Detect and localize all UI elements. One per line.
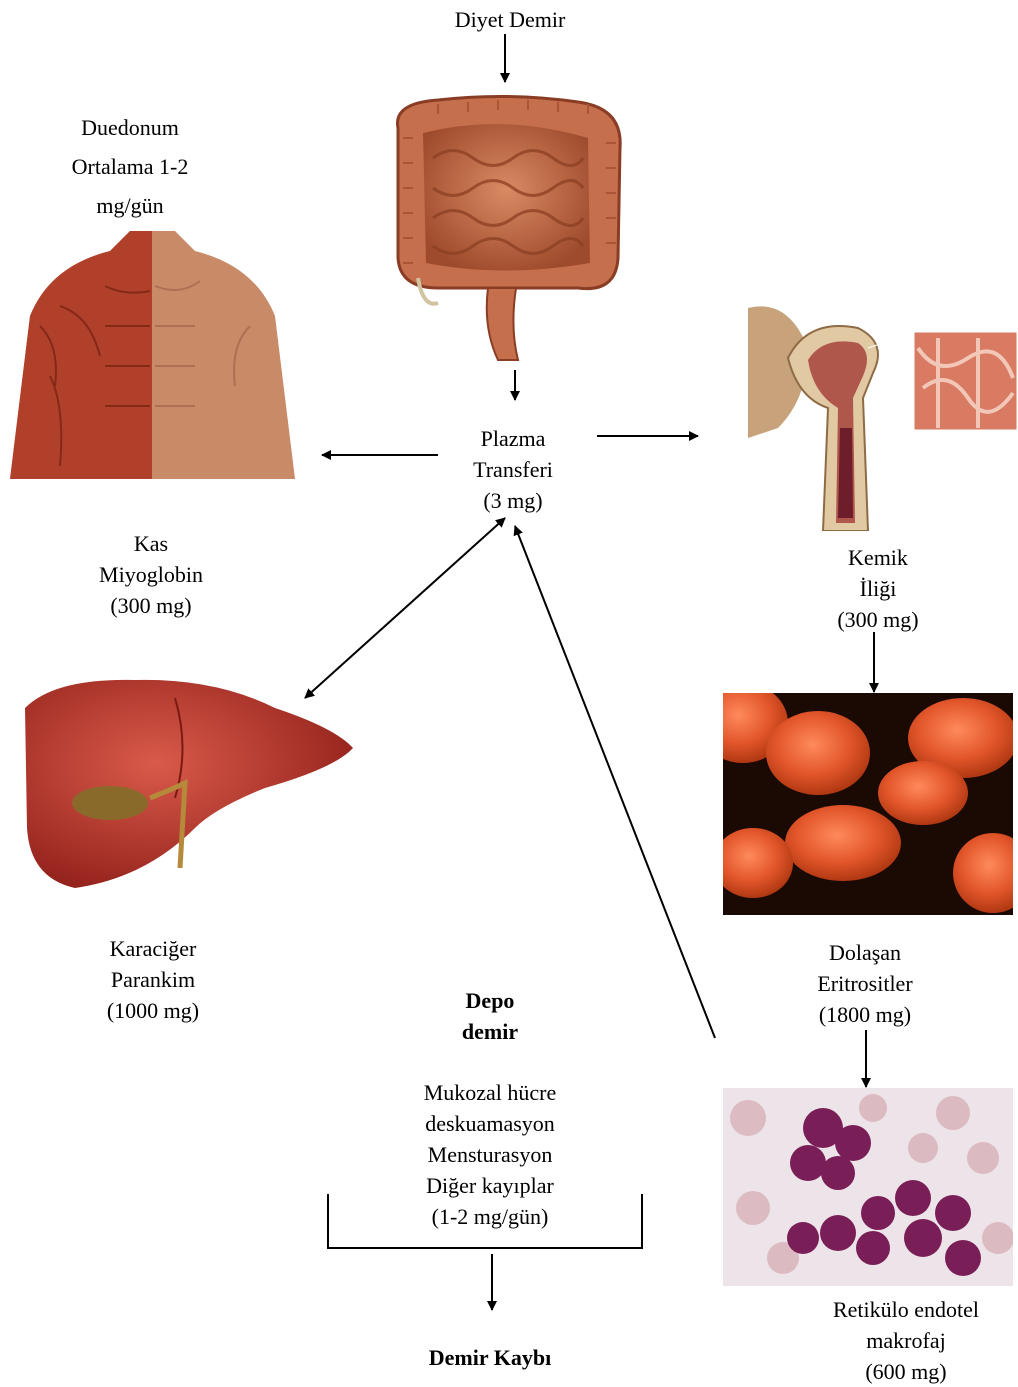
- iron-loss-label: Demir Kaybı: [380, 1342, 600, 1373]
- liver-line2: Parankim: [53, 964, 253, 995]
- losses-line5: (1-2 mg/gün): [370, 1201, 610, 1232]
- muscle-line2: Miyoglobin: [51, 559, 251, 590]
- bone-marrow-label: Kemik İliği (300 mg): [778, 542, 978, 635]
- losses-label: Mukozal hücre deskuamasyon Mensturasyon …: [370, 1077, 610, 1232]
- losses-line1: Mukozal hücre: [370, 1077, 610, 1108]
- muscle-line3: (300 mg): [51, 590, 251, 621]
- bone-marrow-line1: Kemik: [778, 542, 978, 573]
- macrophage-line2: makrofaj: [786, 1325, 1018, 1356]
- dietary-iron-label: Diyet Demir: [410, 4, 610, 35]
- plasma-line3: (3 mg): [413, 485, 613, 516]
- losses-line4: Diğer kayıplar: [370, 1170, 610, 1201]
- plasma-label: Plazma Transferi (3 mg): [413, 423, 613, 516]
- erythrocytes-line3: (1800 mg): [765, 999, 965, 1030]
- macrophage-line3: (600 mg): [786, 1356, 1018, 1387]
- arrow-plasma-liver-bidirectional: [305, 518, 505, 698]
- store-iron-line1: Depo: [390, 985, 590, 1016]
- muscle-label: Kas Miyoglobin (300 mg): [51, 528, 251, 621]
- liver-line3: (1000 mg): [53, 995, 253, 1026]
- duodenum-line1: Duedonum: [30, 108, 230, 147]
- duodenum-line3: mg/gün: [30, 186, 230, 225]
- plasma-line2: Transferi: [413, 454, 613, 485]
- liver-line1: Karaciğer: [53, 933, 253, 964]
- muscle-line1: Kas: [51, 528, 251, 559]
- macrophage-line1: Retikülo endotel: [786, 1294, 1018, 1325]
- macrophage-label: Retikülo endotel makrofaj (600 mg): [786, 1294, 1018, 1387]
- erythrocytes-label: Dolaşan Eritrositler (1800 mg): [765, 937, 965, 1030]
- losses-line3: Mensturasyon: [370, 1139, 610, 1170]
- plasma-line1: Plazma: [413, 423, 613, 454]
- liver-label: Karaciğer Parankim (1000 mg): [53, 933, 253, 1026]
- arrow-macrophage-to-plasma: [515, 526, 715, 1038]
- duodenum-label: Duedonum Ortalama 1-2 mg/gün: [30, 108, 230, 225]
- bone-marrow-line3: (300 mg): [778, 604, 978, 635]
- store-iron-line2: demir: [390, 1016, 590, 1047]
- bone-marrow-line2: İliği: [778, 573, 978, 604]
- store-iron-label: Depo demir: [390, 985, 590, 1047]
- losses-line2: deskuamasyon: [370, 1108, 610, 1139]
- erythrocytes-line2: Eritrositler: [765, 968, 965, 999]
- duodenum-line2: Ortalama 1-2: [30, 147, 230, 186]
- erythrocytes-line1: Dolaşan: [765, 937, 965, 968]
